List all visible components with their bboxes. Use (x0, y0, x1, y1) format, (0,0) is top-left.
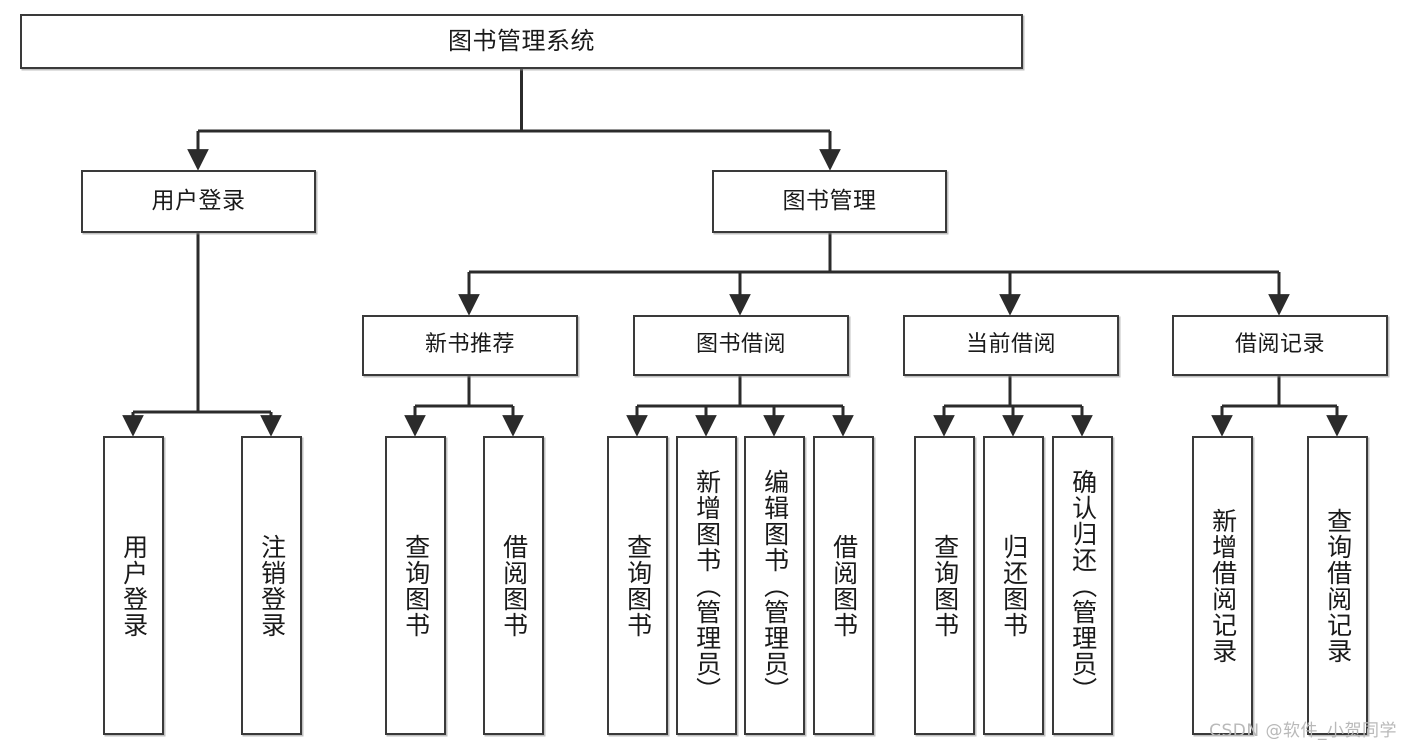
node-label: 用户登录 (119, 533, 149, 638)
leaf-recommend-query-book[interactable]: 查询图书 (385, 436, 446, 735)
node-label: 借阅记录 (1234, 332, 1325, 358)
node-label: 借阅图书 (499, 533, 529, 638)
node-label: 编辑图书（管理员） (760, 468, 790, 703)
leaf-user-login-login[interactable]: 用户登录 (103, 436, 164, 735)
leaf-borrow-add-book-admin[interactable]: 新增图书（管理员） (676, 436, 737, 735)
node-label: 查询借阅记录 (1323, 507, 1353, 664)
leaf-borrow-query-book[interactable]: 查询图书 (607, 436, 668, 735)
node-user-login[interactable]: 用户登录 (81, 170, 316, 233)
leaf-recommend-borrow-book[interactable]: 借阅图书 (483, 436, 544, 735)
node-label: 查询图书 (623, 533, 653, 638)
node-label: 借阅图书 (829, 533, 859, 638)
node-label: 新增图书（管理员） (692, 468, 722, 703)
node-label: 查询图书 (401, 533, 431, 638)
node-book-management[interactable]: 图书管理 (712, 170, 947, 233)
node-label: 查询图书 (930, 533, 960, 638)
node-label: 新增借阅记录 (1208, 507, 1238, 664)
node-book-borrow[interactable]: 图书借阅 (633, 315, 849, 376)
leaf-borrow-borrow-book[interactable]: 借阅图书 (813, 436, 874, 735)
node-label: 确认归还（管理员） (1068, 468, 1098, 703)
leaf-record-add-record[interactable]: 新增借阅记录 (1192, 436, 1253, 735)
node-new-book-recommend[interactable]: 新书推荐 (362, 315, 578, 376)
node-label: 归还图书 (999, 533, 1029, 638)
node-label: 图书借阅 (695, 332, 786, 358)
node-root-system[interactable]: 图书管理系统 (20, 14, 1023, 69)
node-label: 图书管理系统 (448, 27, 595, 56)
leaf-user-login-logout[interactable]: 注销登录 (241, 436, 302, 735)
watermark-text: CSDN @软件_小贺同学 (1209, 721, 1397, 741)
node-label: 注销登录 (257, 533, 287, 638)
node-label: 新书推荐 (424, 332, 515, 358)
leaf-borrow-edit-book-admin[interactable]: 编辑图书（管理员） (744, 436, 805, 735)
node-label: 图书管理 (782, 187, 877, 214)
leaf-record-query-record[interactable]: 查询借阅记录 (1307, 436, 1368, 735)
node-borrow-record[interactable]: 借阅记录 (1172, 315, 1388, 376)
node-label: 当前借阅 (965, 332, 1056, 358)
leaf-current-return-book[interactable]: 归还图书 (983, 436, 1044, 735)
node-label: 用户登录 (151, 187, 246, 214)
leaf-current-confirm-return-admin[interactable]: 确认归还（管理员） (1052, 436, 1113, 735)
node-current-borrow[interactable]: 当前借阅 (903, 315, 1119, 376)
leaf-current-query-book[interactable]: 查询图书 (914, 436, 975, 735)
